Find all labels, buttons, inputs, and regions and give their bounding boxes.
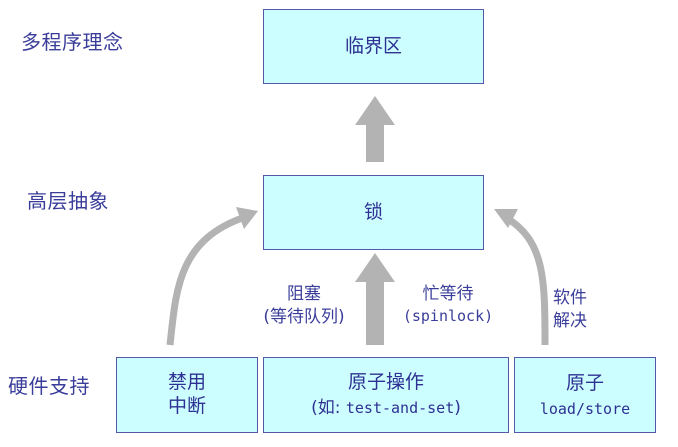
disable-interrupts-box: 禁用 中断 [116, 357, 258, 433]
critical-section-box: 临界区 [263, 9, 484, 84]
busy-wait-line1: 忙等待 [422, 284, 474, 304]
atomic-ops-line1: 原子操作 [347, 370, 424, 393]
software-annotation: 软件 解决 [553, 287, 603, 333]
software-line1: 软件 [553, 288, 587, 308]
atomic-ops-line2: (如: test-and-set) [311, 398, 461, 419]
blocking-line2: (等待队列) [263, 306, 345, 327]
software-line2: 解决 [553, 310, 587, 331]
atomic-ops-prefix: (如: [311, 398, 346, 419]
arrow-lock-to-critical-section [355, 96, 395, 162]
atomic-load-store-box: 原子 load/store [514, 357, 656, 433]
atomic-ops-box: 原子操作 (如: test-and-set) [263, 357, 509, 433]
level-label-abstraction: 高层抽象 [27, 189, 109, 213]
blocking-line1: 阻塞 [287, 284, 321, 304]
critical-section-label: 临界区 [344, 34, 402, 57]
lock-box: 锁 [263, 175, 484, 250]
level-label-concept: 多程序理念 [21, 30, 124, 54]
arrow-head-right [494, 209, 518, 228]
arrow-atomic-ops-to-lock [355, 253, 395, 345]
disable-interrupts-line2: 中断 [167, 395, 206, 417]
arrow-load-store-to-lock [503, 213, 549, 346]
atomic-load-store-line2: load/store [539, 399, 631, 418]
busy-wait-line2: (spinlock) [402, 306, 494, 325]
level-label-hardware: 硬件支持 [8, 374, 90, 398]
busy-wait-annotation: 忙等待 (spinlock) [388, 283, 508, 326]
lock-label: 锁 [363, 200, 383, 223]
atomic-load-store-line1: 原子 [565, 371, 604, 394]
disable-interrupts-line1: 禁用 [167, 371, 206, 394]
arrow-disable-interrupts-to-lock [166, 213, 247, 346]
atomic-ops-suffix: ) [454, 398, 461, 419]
atomic-ops-example: test-and-set [345, 399, 455, 418]
blocking-annotation: 阻塞 (等待队列) [250, 283, 358, 329]
arrow-head-left [236, 207, 258, 229]
